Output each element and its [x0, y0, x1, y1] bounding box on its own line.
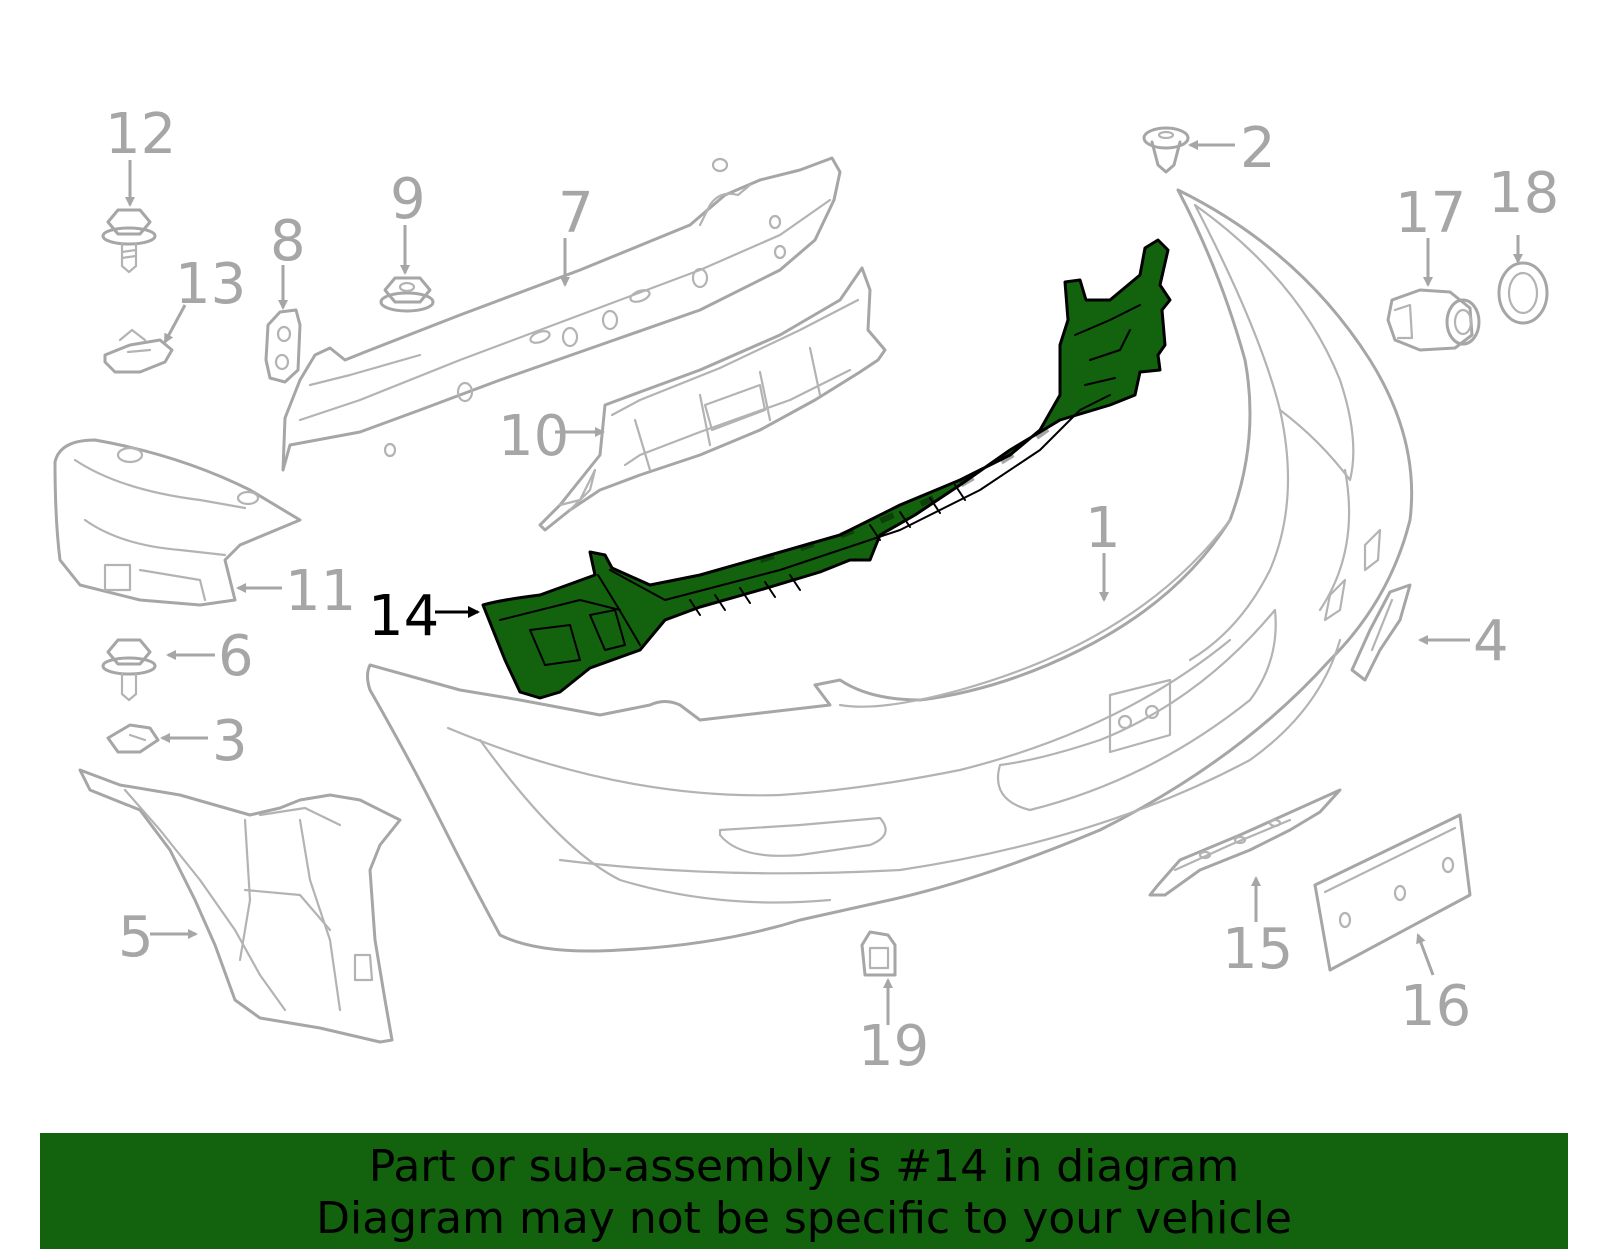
callout-2: 2	[1240, 116, 1276, 181]
callout-leaders	[125, 140, 1523, 1025]
trim-4-part	[1350, 583, 1412, 682]
sensor-17-part	[1386, 288, 1481, 352]
callout-7: 7	[558, 181, 594, 246]
clip-13-part	[103, 328, 174, 374]
clip-19-part	[860, 930, 897, 977]
clip-2-part	[1142, 126, 1190, 174]
side-bracket-part	[53, 438, 302, 607]
callout-16: 16	[1400, 974, 1471, 1039]
callout-3: 3	[212, 709, 248, 774]
callout-12: 12	[105, 102, 176, 167]
lower-bracket-part	[538, 266, 887, 532]
callout-13: 13	[175, 252, 246, 317]
callout-11: 11	[285, 559, 356, 624]
bolt-6-part	[101, 638, 157, 702]
callout-8: 8	[270, 209, 306, 274]
reinforcement-bar-part	[281, 156, 842, 472]
energy-absorber-part-highlighted	[481, 238, 1172, 700]
callout-10: 10	[498, 404, 569, 469]
callout-1: 1	[1085, 496, 1121, 561]
nut-9-part	[379, 276, 435, 313]
callout-14-selected: 14	[368, 584, 439, 649]
callout-15: 15	[1222, 917, 1293, 982]
lower-side-bracket-part	[78, 768, 402, 1044]
bumper-cover-part	[366, 188, 1414, 953]
bracket-8-part	[264, 308, 302, 384]
callout-19: 19	[858, 1014, 929, 1079]
bolt-12-part	[101, 208, 157, 274]
callout-18: 18	[1488, 161, 1559, 226]
bracket-15-part	[1148, 788, 1342, 897]
callout-labels: 12 13 8 9 7 2 17 18 10 1 11 14 6 3 4 5 1…	[105, 102, 1559, 1079]
license-plate-bracket-16-part	[1313, 813, 1472, 972]
part-info-banner: Part or sub-assembly is #14 in diagram D…	[40, 1133, 1568, 1249]
callout-6: 6	[218, 624, 254, 689]
sensor-ring-18-part	[1497, 261, 1549, 325]
callout-9: 9	[390, 167, 426, 232]
banner-part-line: Part or sub-assembly is #14 in diagram	[368, 1141, 1240, 1192]
banner-disclaimer-line: Diagram may not be specific to your vehi…	[316, 1193, 1292, 1244]
clip-3-part	[106, 723, 160, 754]
callout-5: 5	[118, 905, 154, 970]
callout-4: 4	[1473, 609, 1509, 674]
callout-17: 17	[1395, 181, 1466, 246]
